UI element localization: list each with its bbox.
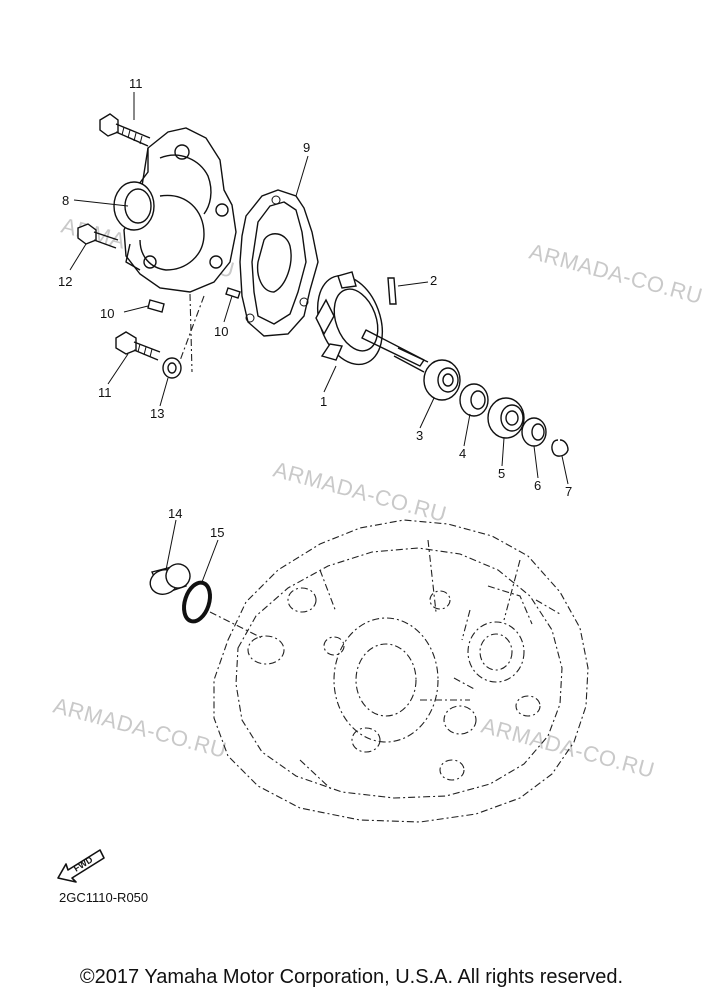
callout-12: 12 — [58, 274, 72, 289]
callout-6: 6 — [534, 478, 541, 493]
callout-7: 7 — [565, 484, 572, 499]
callout-11-bottom: 11 — [98, 385, 112, 400]
seal-6 — [521, 417, 547, 447]
callout-15: 15 — [210, 525, 224, 540]
callout-8: 8 — [62, 193, 69, 208]
watermark-3: ARMADA-CO.RU — [271, 457, 450, 527]
collar-14 — [149, 563, 191, 595]
o-ring-15 — [182, 580, 212, 624]
reference-line-oring — [209, 611, 263, 639]
gasket-9 — [239, 189, 319, 337]
diagram-code: 2GC1110-R050 — [59, 890, 149, 905]
crankcase — [213, 519, 589, 823]
callouts: 11 8 9 12 10 10 11 13 2 1 3 4 5 6 7 14 1… — [58, 76, 572, 540]
reference-line-washer — [177, 295, 205, 367]
fwd-arrow-icon: FWD — [57, 849, 105, 883]
oil-seal-8 — [113, 181, 155, 231]
leader-lines — [69, 92, 569, 583]
callout-10-left: 10 — [100, 306, 114, 321]
watermark-2: ARMADA-CO.RU — [527, 239, 703, 309]
callout-10-right: 10 — [214, 324, 228, 339]
dowel-pins-10 — [147, 287, 241, 313]
bolt-11-top — [99, 113, 151, 147]
watermarks: ARMADA-CO.RU ARMADA-CO.RU ARMADA-CO.RU A… — [51, 213, 703, 783]
callout-14: 14 — [168, 506, 182, 521]
impeller-1 — [315, 271, 429, 373]
watermark-5: ARMADA-CO.RU — [479, 713, 658, 783]
bolt-12 — [77, 223, 119, 249]
callout-9: 9 — [303, 140, 310, 155]
reference-line-housing — [189, 293, 193, 373]
callout-5: 5 — [498, 466, 505, 481]
callout-4: 4 — [459, 446, 466, 461]
washer-13 — [162, 357, 182, 379]
callout-2: 2 — [430, 273, 437, 288]
pin-2 — [387, 277, 397, 305]
circlip-7 — [551, 439, 569, 457]
watermark-4: ARMADA-CO.RU — [51, 693, 230, 763]
ring-4 — [459, 383, 489, 417]
callout-13: 13 — [150, 406, 164, 421]
callout-3: 3 — [416, 428, 423, 443]
callout-1: 1 — [320, 394, 327, 409]
copyright-notice: ©2017 Yamaha Motor Corporation, U.S.A. A… — [79, 966, 624, 988]
callout-11-top: 11 — [129, 76, 143, 91]
bearing-5 — [487, 397, 525, 439]
bolt-11-bottom — [115, 331, 161, 361]
bearing-3 — [423, 359, 461, 401]
